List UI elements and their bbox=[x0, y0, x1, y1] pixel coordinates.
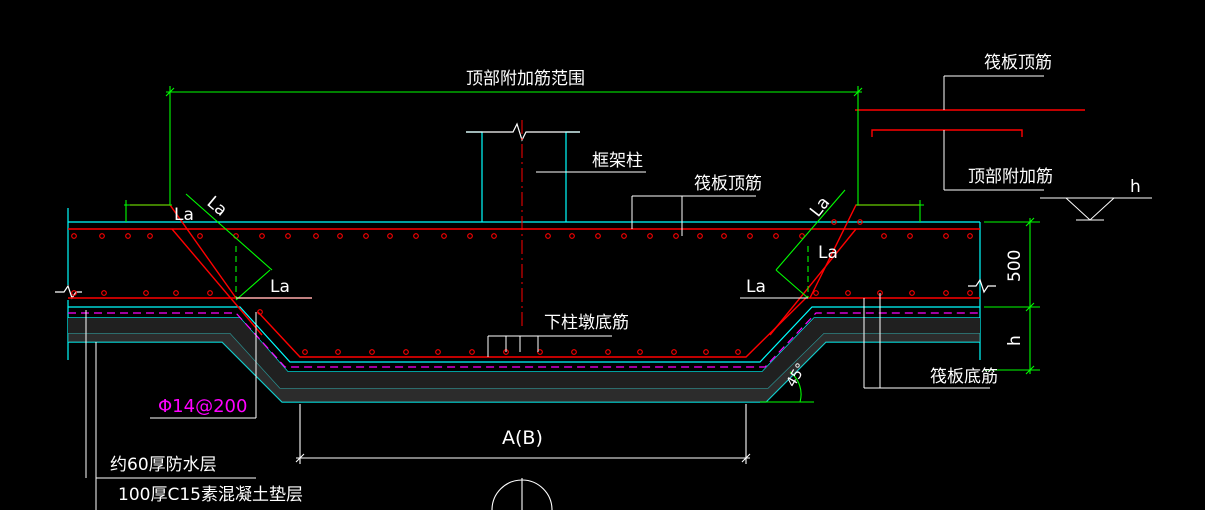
label-dim-h: h bbox=[1005, 335, 1025, 346]
label-elevation-h: h bbox=[1130, 177, 1141, 197]
label-bar-spec: Φ14@200 bbox=[158, 396, 247, 417]
label-la-right-bottom: La bbox=[746, 277, 766, 297]
rebar-dots-bottom bbox=[71, 290, 973, 355]
label-la-right-slant: La bbox=[806, 193, 834, 221]
label-pier-bottom-bar: 下柱墩底筋 bbox=[544, 313, 629, 333]
waterproof-layer-line bbox=[68, 312, 980, 368]
label-dim-width: A(B) bbox=[502, 427, 543, 449]
label-frame-column: 框架柱 bbox=[592, 151, 643, 171]
label-dim-500: 500 bbox=[1005, 250, 1025, 282]
label-top-extra-bar: 顶部附加筋 bbox=[968, 167, 1053, 187]
right-break-line bbox=[968, 278, 996, 294]
label-raft-top-bar-right: 筏板顶筋 bbox=[984, 53, 1052, 73]
label-la-left-slant: La bbox=[203, 193, 231, 221]
label-la-right-mid: La bbox=[818, 243, 838, 263]
label-raft-bottom-bar: 筏板底筋 bbox=[930, 367, 998, 387]
dimension-lines bbox=[124, 86, 1040, 403]
column-break-line bbox=[466, 122, 580, 142]
width-dimension bbox=[295, 404, 751, 510]
cushion-hatch bbox=[68, 318, 980, 402]
label-cushion-layer: 100厚C15素混凝土垫层 bbox=[118, 485, 303, 505]
rebar-dots-top bbox=[71, 219, 973, 239]
label-la-left-bottom: La bbox=[270, 277, 290, 297]
label-raft-top-bar-mid: 筏板顶筋 bbox=[694, 174, 762, 194]
left-break-line bbox=[55, 284, 82, 300]
label-top-extra-range: 顶部附加筋范围 bbox=[466, 69, 585, 89]
leader-lines bbox=[85, 75, 1152, 510]
label-waterproof-layer: 约60厚防水层 bbox=[110, 455, 217, 475]
label-la-left-top: La bbox=[174, 205, 194, 225]
